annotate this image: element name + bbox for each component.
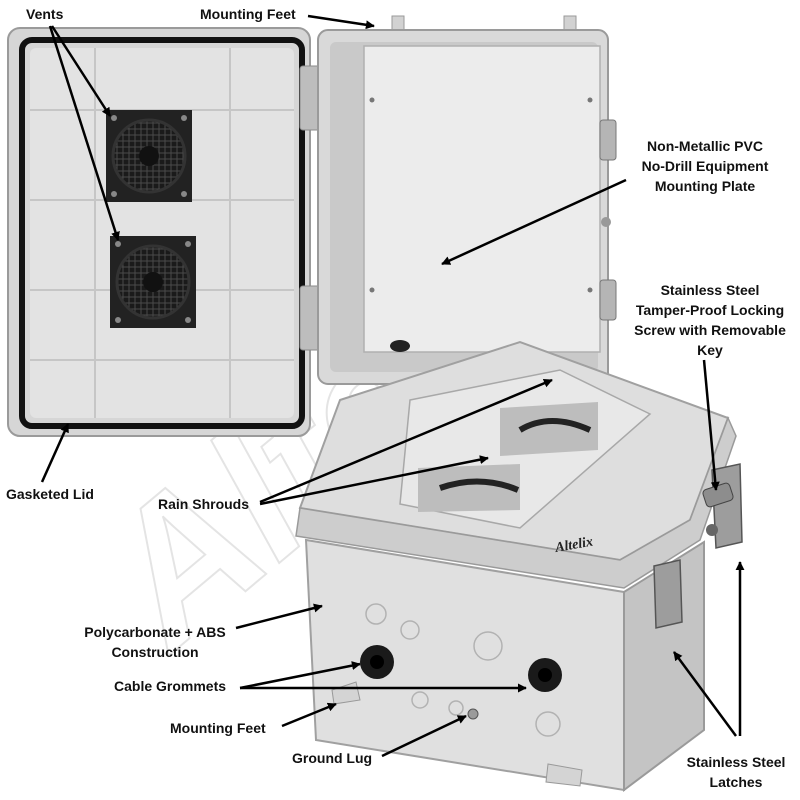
arrow-mounting-feet-bottom: [281, 702, 337, 728]
cable-grommet-left: [360, 645, 394, 679]
fan-top: [106, 110, 192, 202]
mounting-plate: [363, 45, 601, 353]
arrow-gasketed-lid: [40, 423, 70, 483]
label-construction: Polycarbonate + ABS Construction: [84, 624, 226, 660]
arrow-vents-top: [50, 25, 112, 117]
brand-logo: Altelix: [553, 535, 594, 557]
label-mounting-feet-top: Mounting Feet: [200, 6, 296, 22]
arrow-rain-shroud-bottom: [259, 455, 489, 506]
label-locking-screw: Stainless Steel Tamper-Proof Locking Scr…: [634, 282, 786, 358]
open-body: [317, 15, 617, 385]
label-mounting-feet-bottom: Mounting Feet: [170, 720, 266, 736]
open-lid: [7, 27, 321, 437]
label-cable-grommets: Cable Grommets: [114, 678, 227, 694]
gasket: [19, 37, 305, 429]
arrow-latch-lower: [672, 651, 738, 737]
closed-enclosure: [295, 340, 743, 792]
arrow-grommet-left: [239, 661, 361, 690]
arrow-mounting-feet-top: [307, 14, 375, 30]
latch-lower: [653, 559, 683, 629]
callout-arrows: [40, 14, 745, 758]
arrow-mounting-plate: [441, 178, 627, 266]
fan-bottom: [110, 236, 196, 328]
arrow-locking-screw: [702, 359, 720, 491]
label-vents: Vents: [26, 6, 64, 22]
ground-lug: [467, 708, 479, 720]
label-gasketed-lid: Gasketed Lid: [6, 486, 94, 502]
label-latches: Stainless Steel Latches: [686, 754, 786, 790]
arrow-rain-shroud-top: [259, 378, 553, 504]
arrow-construction: [235, 603, 323, 630]
cable-grommet-right: [528, 658, 562, 692]
label-rain-shrouds: Rain Shrouds: [158, 496, 250, 512]
arrow-vents-bottom: [48, 25, 120, 241]
arrow-ground-lug: [381, 714, 467, 758]
label-ground-lug: Ground Lug: [292, 750, 373, 766]
label-mounting-plate: Non-Metallic PVC No-Drill Equipment Moun…: [641, 138, 769, 194]
